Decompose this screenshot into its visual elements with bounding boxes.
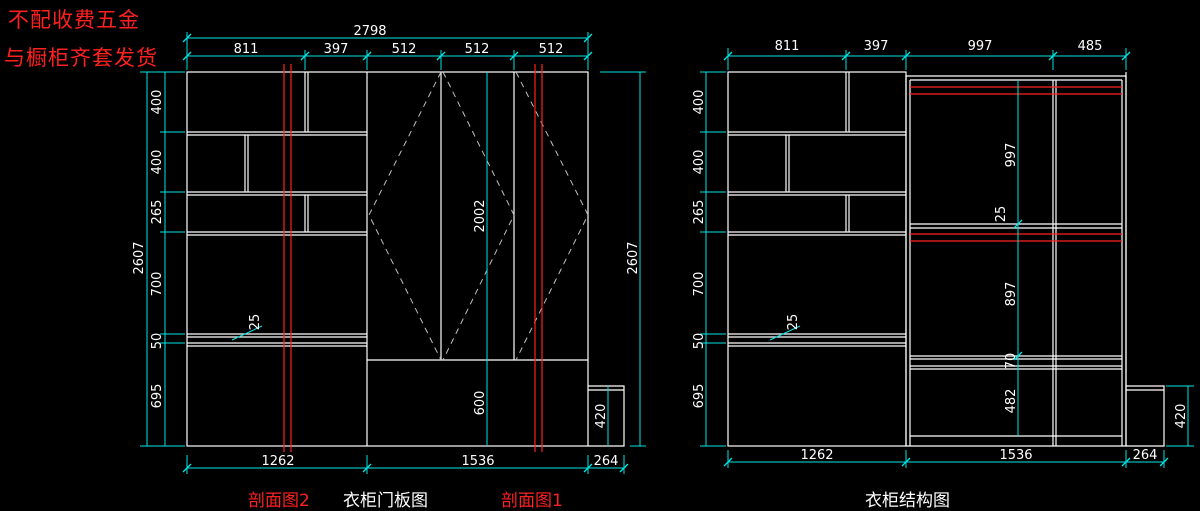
section-label-1: 剖面图1 bbox=[501, 491, 563, 511]
dim-top-seg: 512 bbox=[392, 42, 417, 57]
section-label-2: 剖面图2 bbox=[248, 491, 310, 511]
dim-height: 695 bbox=[692, 384, 707, 409]
dim-bottom: 482 bbox=[1004, 389, 1019, 414]
dim-side-cab: 420 bbox=[594, 404, 609, 429]
dim-height: 700 bbox=[150, 272, 165, 297]
structure-caption: 衣柜结构图 bbox=[865, 491, 950, 511]
dim-top-seg: 512 bbox=[465, 42, 490, 57]
dim-height: 400 bbox=[692, 90, 707, 115]
dim-height: 50 bbox=[692, 333, 707, 350]
dim-bottom-seg: 264 bbox=[1133, 448, 1158, 463]
dim-upper: 997 bbox=[1004, 143, 1019, 168]
note-line-1: 不配收费五金 bbox=[8, 8, 140, 32]
door-panel-drawing bbox=[186, 71, 625, 447]
cabinet-outline bbox=[186, 71, 589, 447]
dim-height: 265 bbox=[692, 200, 707, 225]
dim-top-seg: 512 bbox=[539, 42, 564, 57]
dim-height: 50 bbox=[150, 333, 165, 350]
dim-top-seg: 811 bbox=[775, 39, 800, 54]
door-dimensions bbox=[140, 32, 646, 474]
note-line-2: 与橱柜齐套发货 bbox=[4, 46, 158, 70]
dim-drawer: 70 bbox=[1004, 353, 1019, 370]
dim-height: 695 bbox=[150, 384, 165, 409]
door-swing-markers bbox=[368, 71, 589, 361]
dim-height: 400 bbox=[150, 150, 165, 175]
hanging-rods bbox=[910, 86, 1122, 242]
dim-top-seg: 997 bbox=[968, 39, 993, 54]
structure-dim-ticks bbox=[723, 51, 1169, 467]
dim-thickness: 25 bbox=[786, 314, 801, 331]
side-low-cabinet bbox=[588, 385, 625, 447]
dim-shelf: 25 bbox=[994, 206, 1009, 223]
structure-drawing bbox=[727, 71, 1165, 447]
door-panel-caption: 衣柜门板图 bbox=[343, 491, 428, 511]
dim-total-width: 2798 bbox=[353, 24, 386, 39]
dim-bottom-seg: 1262 bbox=[800, 448, 833, 463]
dim-height: 265 bbox=[150, 200, 165, 225]
dim-overall-height: 2607 bbox=[132, 241, 147, 274]
dim-bottom-seg: 1536 bbox=[999, 448, 1032, 463]
structure-side-cabinet bbox=[1126, 385, 1165, 447]
structure-dimensions bbox=[700, 48, 1194, 468]
dim-thickness: 25 bbox=[248, 314, 263, 331]
structure-left-unit bbox=[727, 71, 907, 447]
dim-lower-height: 600 bbox=[473, 391, 488, 416]
dim-bottom-seg: 1536 bbox=[461, 454, 494, 469]
dim-top-seg: 397 bbox=[864, 39, 889, 54]
dim-height: 400 bbox=[150, 90, 165, 115]
dim-bottom-seg: 1262 bbox=[261, 454, 294, 469]
dim-height: 400 bbox=[692, 150, 707, 175]
dim-bottom-seg: 264 bbox=[594, 454, 619, 469]
dim-top-seg: 397 bbox=[324, 42, 349, 57]
dim-top-seg: 811 bbox=[234, 42, 259, 57]
dim-top-seg: 485 bbox=[1078, 39, 1103, 54]
dim-door-height: 2002 bbox=[473, 199, 488, 232]
dim-right-height: 2607 bbox=[626, 241, 641, 274]
dim-height: 700 bbox=[692, 272, 707, 297]
dim-side-cab: 420 bbox=[1174, 404, 1189, 429]
section-lines bbox=[283, 64, 543, 452]
door-dim-ticks bbox=[182, 33, 629, 473]
dim-middle: 897 bbox=[1004, 282, 1019, 307]
